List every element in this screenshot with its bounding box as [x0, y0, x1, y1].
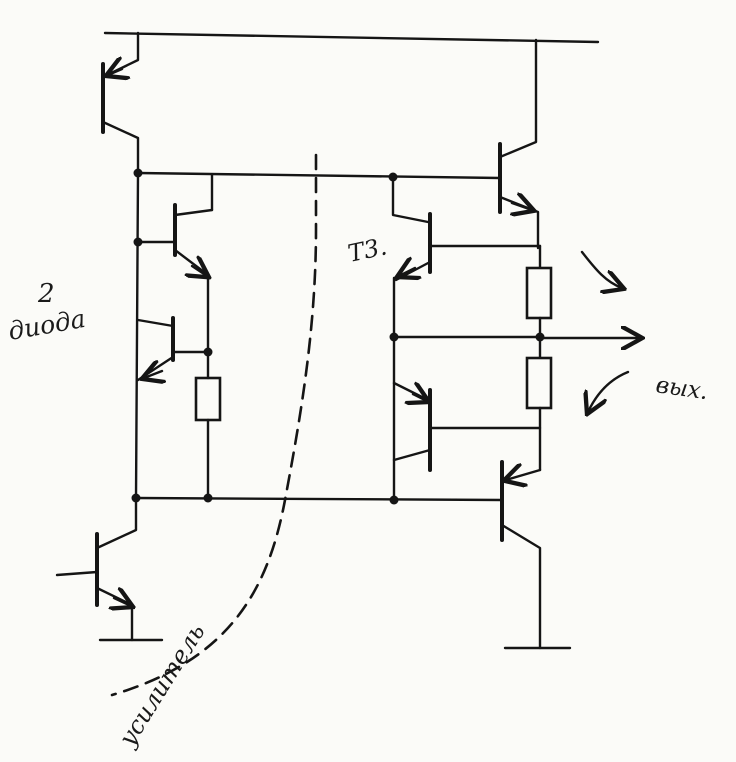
transistor-bottom-right	[502, 460, 572, 650]
resistor-out-lower	[525, 356, 553, 410]
transistor-top-right	[498, 38, 540, 250]
diodes-count-label: 2	[37, 279, 55, 309]
supply-rail	[103, 31, 600, 44]
right-driver	[391, 176, 542, 502]
output-stage	[525, 244, 640, 472]
lower-bus	[134, 496, 504, 502]
transistor-top-left	[101, 31, 140, 175]
middle-bus	[136, 171, 502, 180]
transistor-bottom-left	[55, 496, 164, 642]
resistor-out-upper	[525, 266, 553, 320]
left-driver	[134, 171, 222, 500]
current-arrow-lower	[588, 370, 630, 412]
resistor-left	[194, 376, 222, 422]
diodes-label: диода	[6, 304, 88, 346]
amplifier-label: усилитель	[113, 619, 211, 752]
output-label: вых.	[654, 372, 710, 405]
transistor-label: T3.	[345, 232, 389, 267]
junction-dots	[131, 168, 545, 505]
amplifier-boundary	[110, 153, 318, 697]
current-arrow-upper	[580, 250, 622, 288]
